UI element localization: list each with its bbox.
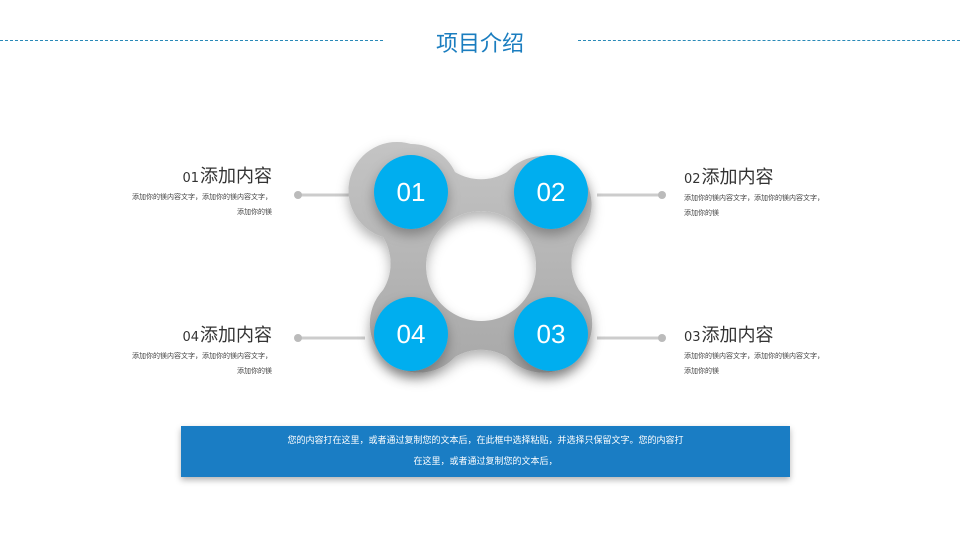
item-04: 04添加内容 添加你的镁内容文字，添加你的镁内容文字，添加你的镁 bbox=[132, 321, 272, 379]
circle-number-03: 03 bbox=[537, 319, 566, 349]
header-divider-right bbox=[578, 40, 960, 41]
circle-number-04: 04 bbox=[397, 319, 426, 349]
item-number: 03 bbox=[684, 330, 701, 345]
item-03: 03添加内容 添加你的镁内容文字，添加你的镁内容文字，添加你的镁 bbox=[684, 321, 824, 379]
footer-text-box: 您的内容打在这里，或者通过复制您的文本后，在此框中选择粘贴，并选择只保留文字。您… bbox=[181, 426, 790, 477]
item-number: 01 bbox=[182, 171, 199, 186]
item-02: 02添加内容 添加你的镁内容文字，添加你的镁内容文字，添加你的镁 bbox=[684, 163, 824, 221]
header-divider-left bbox=[0, 40, 383, 41]
item-number: 04 bbox=[182, 330, 199, 345]
footer-text: 您的内容打在这里，或者通过复制您的文本后，在此框中选择粘贴，并选择只保留文字。您… bbox=[287, 436, 684, 467]
item-01: 01添加内容 添加你的镁内容文字，添加你的镁内容文字，添加你的镁 bbox=[132, 162, 272, 220]
circle-number-01: 01 bbox=[397, 177, 426, 207]
item-desc: 添加你的镁内容文字，添加你的镁内容文字，添加你的镁 bbox=[132, 193, 272, 216]
item-title: 添加内容 bbox=[200, 325, 272, 346]
item-title: 添加内容 bbox=[200, 166, 272, 187]
item-desc: 添加你的镁内容文字，添加你的镁内容文字，添加你的镁 bbox=[132, 352, 272, 375]
number-circles bbox=[374, 155, 588, 371]
circle-number-02: 02 bbox=[537, 177, 566, 207]
item-title: 添加内容 bbox=[701, 325, 774, 346]
item-desc: 添加你的镁内容文字，添加你的镁内容文字，添加你的镁 bbox=[684, 352, 824, 375]
item-title: 添加内容 bbox=[701, 167, 774, 188]
item-number: 02 bbox=[684, 172, 701, 187]
item-desc: 添加你的镁内容文字，添加你的镁内容文字，添加你的镁 bbox=[684, 194, 824, 217]
connector-lines bbox=[298, 193, 662, 340]
page-title: 项目介绍 bbox=[435, 32, 524, 57]
